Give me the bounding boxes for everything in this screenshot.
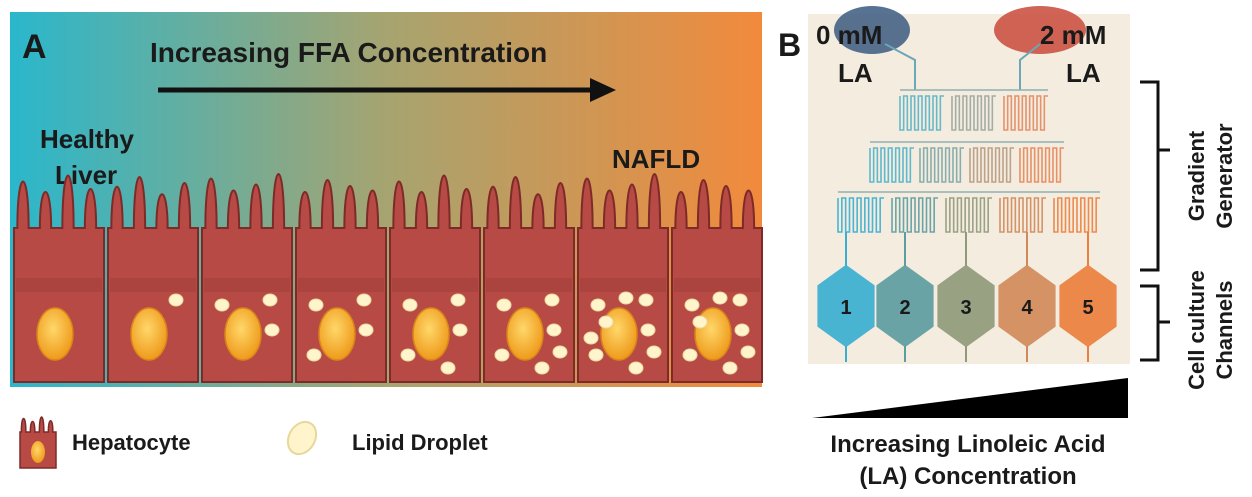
nucleus [224,307,262,361]
culture-chamber: 5 [1059,232,1117,362]
cell-culture-chambers: 1 2 3 4 5 [817,232,1117,362]
lipid-droplet [684,298,700,312]
gradient-label-line2: Generator [1212,123,1237,229]
lipid-droplet [552,345,568,359]
lipid-droplet [640,323,656,337]
gradient-generator-channels [837,43,1100,233]
lipid-droplet [692,315,708,329]
right-inlet-label-line1: 2 mM [1040,20,1106,50]
hepatocyte-cell [671,179,763,383]
culture-chamber: 2 [876,232,934,362]
chamber-number: 4 [1021,297,1033,319]
hepatocyte-cell [107,176,199,383]
legend-lipid-droplet: Lipid Droplet [286,420,488,456]
hepatocyte-icon [19,416,57,469]
lipid-droplet [583,331,599,345]
lipid-droplet [590,298,606,312]
hepatocyte-row [13,173,763,383]
cell-culture-label-line2: Channels [1212,280,1237,379]
concentration-label-line1: Increasing Linoleic Acid [830,431,1105,458]
legend-hepatocyte: Hepatocyte [19,416,191,469]
lipid-droplet [452,323,468,337]
cell-culture-bracket [1140,284,1170,362]
lipid-droplet [546,323,562,337]
culture-chamber: 3 [937,232,995,362]
hepatocyte-legend-label: Hepatocyte [72,430,191,455]
lipid-droplet [496,298,512,312]
lipid-droplet [494,348,510,362]
lipid-droplet [214,298,230,312]
lipid-droplet [682,348,698,362]
nucleus [130,307,168,361]
lipid-droplet [628,361,644,375]
hepatocyte-cell [201,173,293,383]
nucleus [318,307,356,361]
chamber-number: 1 [840,297,851,319]
left-inlet-label-line1: 0 mM [816,20,882,50]
device-photo-background [808,14,1130,364]
cell-culture-label-line1: Cell culture [1184,270,1209,390]
lipid-droplet [712,291,728,305]
lipid-droplet [400,348,416,362]
hepatocyte-cell [295,179,387,383]
lipid-droplet [402,298,418,312]
lipid-droplet [618,291,634,305]
panel-a-letter: A [22,28,47,66]
gradient-generator-bracket [1140,80,1170,272]
lipid-droplet [598,315,614,329]
left-inlet-label-line2: LA [838,58,873,88]
lipid-droplet [356,293,372,307]
lipid-droplet [440,361,456,375]
hepatocyte-cell [389,174,481,383]
hepatocyte-cell [13,174,105,383]
concentration-label-line2: (LA) Concentration [859,463,1076,490]
lipid-droplet [638,293,654,307]
chamber-number: 3 [960,297,971,319]
lipid-droplet [722,361,738,375]
lipid-droplet [306,348,322,362]
right-inlet-reservoir [994,6,1086,54]
panel-b-letter: B [778,27,801,63]
lipid-droplet [308,298,324,312]
healthy-liver-label-line1: Healthy [40,124,134,154]
lipid-droplet [264,323,280,337]
culture-chamber: 4 [998,232,1056,362]
chamber-number: 5 [1082,297,1093,319]
lipid-droplet [534,361,550,375]
lipid-droplet-icon [286,420,318,456]
lipid-droplet [588,348,604,362]
hepatocyte-cell [577,173,669,383]
culture-chamber: 1 [817,232,875,362]
panel-a-liver-diagram: A Increasing FFA Concentration Healthy L… [10,12,763,469]
chamber-number: 2 [899,297,910,319]
arrow-label: Increasing FFA Concentration [150,37,547,68]
lipid-droplet [450,293,466,307]
concentration-wedge [812,378,1128,418]
lipid-droplet [544,293,560,307]
right-inlet-label-line2: LA [1066,58,1101,88]
nucleus [506,307,544,361]
nucleus [412,307,450,361]
lipid-droplet [646,345,662,359]
nafld-label: NAFLD [612,144,700,174]
concentration-arrow [158,78,616,102]
lipid-droplet [734,323,750,337]
lipid-droplet [168,293,184,307]
hepatocyte-cell [483,176,575,383]
left-inlet-reservoir [834,6,910,54]
lipid-droplet [732,293,748,307]
gradient-label-line1: Gradient [1184,130,1209,221]
lipid-droplet [358,323,374,337]
lipid-droplet [740,345,756,359]
lipid-droplet [262,293,278,307]
nucleus [36,307,74,361]
lipid-droplet-legend-label: Lipid Droplet [352,430,488,455]
